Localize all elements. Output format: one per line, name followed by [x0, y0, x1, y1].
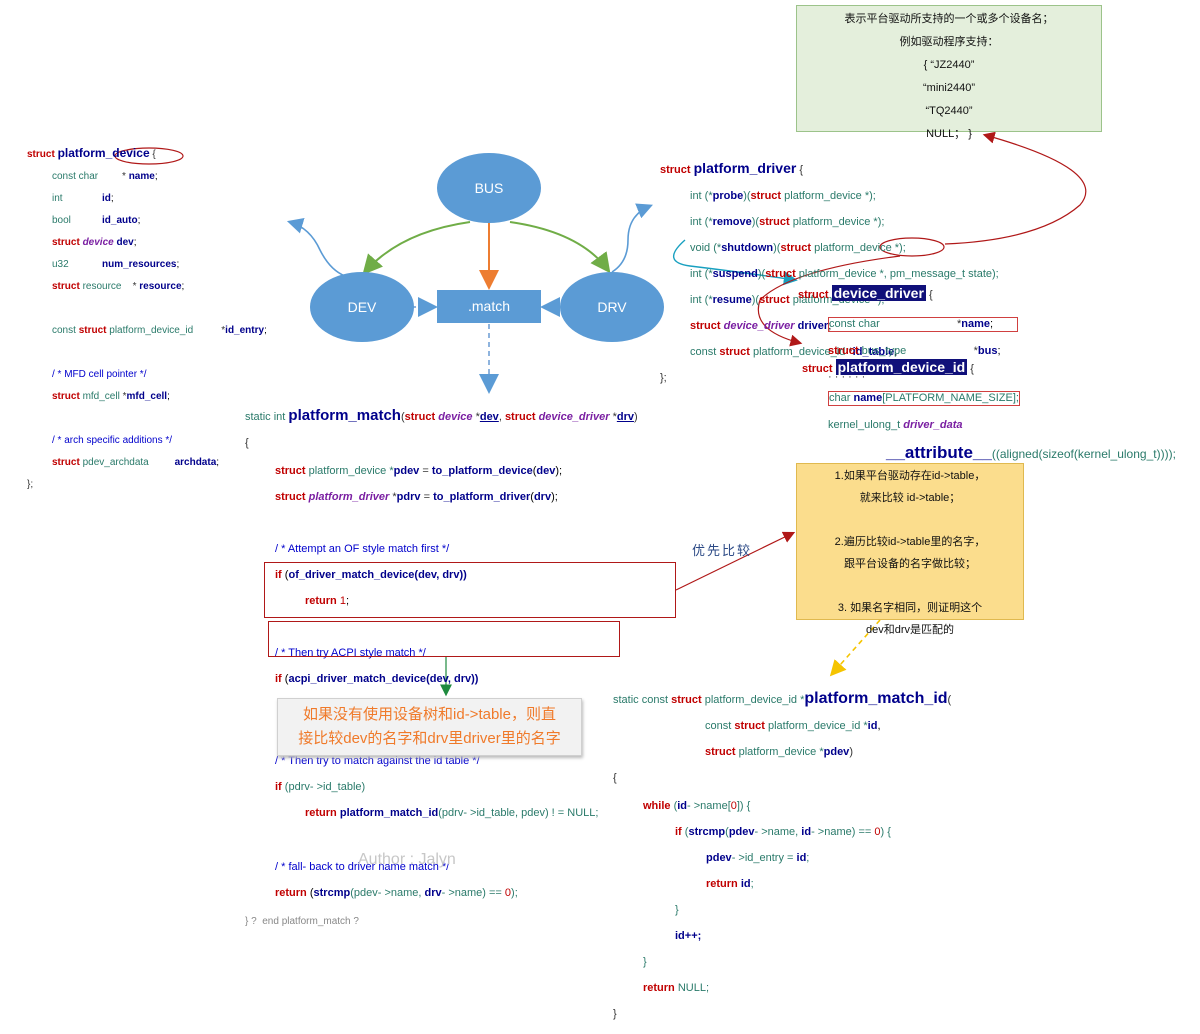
drv-to-struct-arrow [611, 203, 653, 273]
note-to-match-id-arrow [829, 619, 881, 677]
match-label: .match [467, 298, 510, 314]
author-credit: Author : Jalyn [358, 851, 456, 868]
bus-ellipse [437, 153, 541, 223]
driver-to-device-driver-arrow [673, 239, 798, 286]
idtable-block-to-note-arrow [675, 531, 796, 591]
fallback-match-box [268, 621, 620, 657]
pd-header: struct platform_device { [27, 146, 156, 160]
priority-label: 优先比较 [692, 543, 753, 558]
platform-driver-struct: struct platform_driver { int (*probe)(st… [660, 160, 999, 384]
drv-ellipse [560, 272, 664, 342]
bus-to-drv-arrow [509, 221, 611, 274]
id-table-steps-note: 1.如果平台驱动存在id->table， 就来比较 id->table； 2.遍… [796, 463, 1024, 636]
platform-match-id-func: static const struct platform_device_id *… [613, 690, 952, 1021]
diagram-svg [114, 131, 1087, 697]
platform-device-id-struct: struct platform_device_id { char name[PL… [802, 359, 1176, 487]
id-table-to-pdid-arrow [757, 255, 901, 347]
match-box [437, 290, 541, 323]
device-driver-struct: struct device_driver { const char*name; … [798, 274, 1018, 397]
fallback-callout: 如果没有使用设备树和id->table，则直 接比较dev的名字和drv里dri… [277, 698, 582, 756]
supported-devices-note: 表示平台驱动所支持的一个或多个设备名； 例如驱动程序支持： { “JZ2440”… [796, 5, 1102, 140]
dev-label: DEV [347, 299, 377, 315]
id-table-to-note-arrow [944, 131, 1087, 245]
id-table-highlight-ellipse [879, 237, 945, 257]
bus-label: BUS [474, 180, 504, 196]
id-table-match-box [264, 562, 676, 618]
dev-to-struct-arrow [286, 218, 346, 277]
drv-label: DRV [597, 299, 627, 315]
platform-device-struct: struct platform_device { const char* nam… [27, 146, 267, 490]
bus-to-dev-arrow [362, 221, 471, 276]
dev-ellipse [310, 272, 414, 342]
name-highlight-ellipse [114, 147, 184, 165]
